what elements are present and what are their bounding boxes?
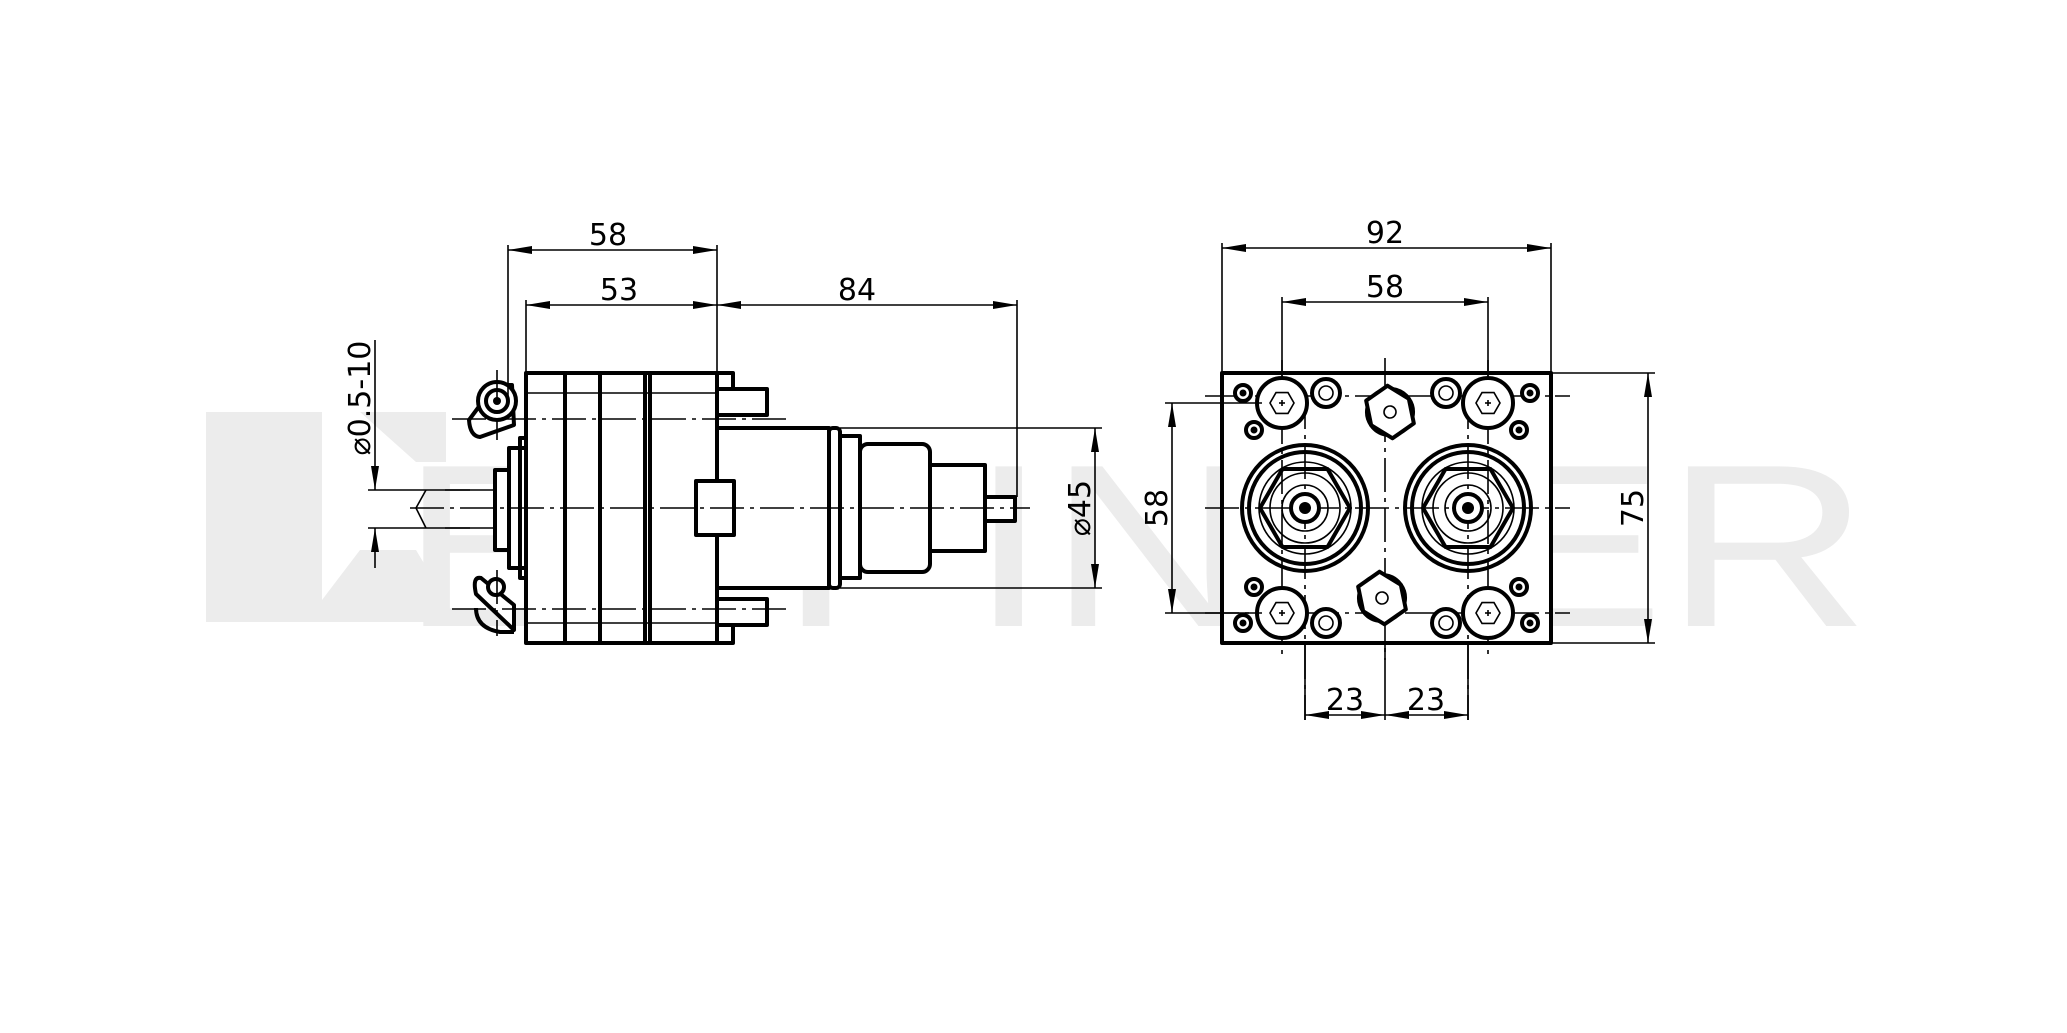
dimension-92-label: 92 (1366, 216, 1404, 251)
pin-7 (1509, 577, 1529, 597)
bolt-bottom-left (1255, 586, 1309, 640)
dimension-75: 75 (1551, 372, 1655, 644)
fitting-bottom-left (1310, 607, 1342, 639)
dimension-58-front-horizontal-label: 58 (1366, 270, 1404, 305)
dimension-58-side: 58 (507, 218, 718, 398)
dimension-23-left-label: 23 (1326, 683, 1364, 718)
pin-5 (1244, 577, 1264, 597)
dimension-58-side-label: 58 (589, 218, 627, 253)
dimension-diameter-45-label: ⌀45 (1063, 480, 1098, 536)
dimension-58-front-vertical-label: 58 (1140, 489, 1175, 527)
dimension-diameter-45: ⌀45 (840, 427, 1102, 589)
side-view: 58 53 84 ⌀45 (343, 218, 1102, 645)
pin-3 (1520, 383, 1540, 403)
watermark-logo-mark (206, 412, 446, 622)
fitting-top-left (1310, 377, 1342, 409)
dimension-53-label: 53 (600, 273, 638, 308)
dimension-23-right-label: 23 (1407, 683, 1445, 718)
front-view: 92 58 58 75 (1140, 216, 1655, 720)
coolant-fitting-top (467, 380, 518, 439)
dimension-92: 92 (1221, 216, 1552, 373)
dimension-84: 84 (717, 273, 1018, 497)
pin-6 (1233, 613, 1253, 633)
dimension-53: 53 (525, 273, 717, 373)
pin-1 (1233, 383, 1253, 403)
dimension-clamping-range: ⌀0.5-10 (343, 340, 426, 568)
mounting-bolt-bottom (715, 597, 769, 645)
dimension-clamping-range-label: ⌀0.5-10 (343, 341, 378, 456)
dimension-84-label: 84 (838, 273, 876, 308)
dimension-23-23: 23 23 (1304, 643, 1469, 720)
pin-2 (1244, 420, 1264, 440)
pin-8 (1520, 613, 1540, 633)
mounting-bolt-top (715, 371, 769, 417)
bolt-top-left (1255, 376, 1309, 430)
dimension-75-label: 75 (1616, 489, 1651, 527)
coolant-fitting-bottom (472, 575, 516, 634)
bolt-bottom-right (1461, 586, 1515, 640)
bolt-top-right (1461, 376, 1515, 430)
watermark: EPPINGER (206, 412, 1870, 676)
dimension-58-front-horizontal: 58 (1281, 270, 1489, 378)
pin-4 (1509, 420, 1529, 440)
fitting-top-right (1430, 377, 1462, 409)
dimension-58-front-vertical: 58 (1140, 402, 1262, 614)
fitting-bottom-right (1430, 607, 1462, 639)
